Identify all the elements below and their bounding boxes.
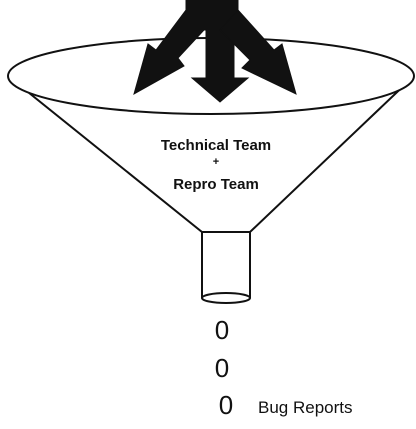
bug-reports-label: Bug Reports (258, 398, 353, 417)
drop-icon: 0 (215, 353, 229, 383)
funnel-label-plus: + (213, 156, 219, 168)
drop-icon: 0 (215, 315, 229, 345)
inflow-arrows-icon (133, 0, 297, 103)
funnel-cone (7, 75, 415, 233)
funnel-spout (201, 232, 251, 298)
spout-opening (201, 292, 251, 304)
funnel-label-line1: Technical Team (161, 137, 271, 154)
funnel-label-line2: Repro Team (173, 176, 259, 193)
drop-icon: 0 (219, 390, 233, 420)
